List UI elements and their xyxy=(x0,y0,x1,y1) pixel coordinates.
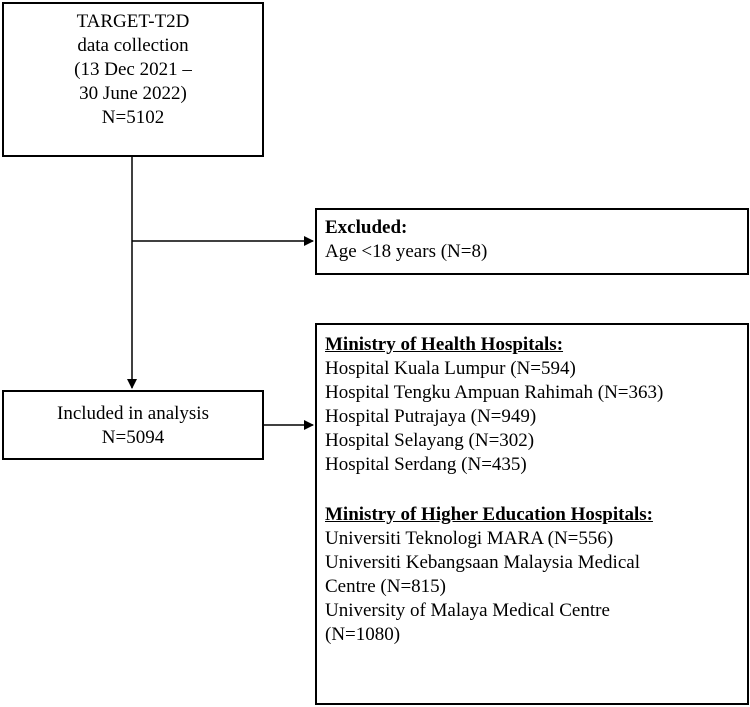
mohe-item: Universiti Kebangsaan Malaysia Medical xyxy=(325,552,640,573)
moh-heading: Ministry of Health Hospitals: xyxy=(325,334,564,355)
start-line-2: data collection xyxy=(77,35,189,56)
excluded-box: Excluded: Age <18 years (N=8) xyxy=(315,208,749,275)
included-line-1: Included in analysis xyxy=(57,403,209,424)
moh-item: Hospital Selayang (N=302) xyxy=(325,430,535,451)
start-line-5: N=5102 xyxy=(101,107,165,128)
start-line-4: 30 June 2022) xyxy=(79,83,187,104)
mohe-heading: Ministry of Higher Education Hospitals: xyxy=(325,504,653,525)
mohe-item: Universiti Teknologi MARA (N=556) xyxy=(325,528,614,549)
start-line-3: (13 Dec 2021 – xyxy=(74,59,192,80)
moh-item: Hospital Tengku Ampuan Rahimah (N=363) xyxy=(325,382,664,403)
mohe-item: (N=1080) xyxy=(325,624,401,645)
included-line-2: N=5094 xyxy=(101,427,165,448)
excluded-heading: Excluded: xyxy=(325,217,408,238)
excluded-line: Age <18 years (N=8) xyxy=(325,241,488,262)
start-line-1: TARGET-T2D xyxy=(76,11,190,32)
mohe-item: University of Malaya Medical Centre xyxy=(325,600,610,621)
hospitals-box: Ministry of Health Hospitals: Hospital K… xyxy=(315,323,749,705)
mohe-item: Centre (N=815) xyxy=(325,576,446,597)
moh-item: Hospital Putrajaya (N=949) xyxy=(325,406,537,427)
included-box: Included in analysis N=5094 xyxy=(2,390,264,460)
moh-item: Hospital Serdang (N=435) xyxy=(325,454,527,475)
spacer xyxy=(325,477,747,503)
data-collection-box: TARGET-T2D data collection (13 Dec 2021 … xyxy=(2,2,264,157)
moh-item: Hospital Kuala Lumpur (N=594) xyxy=(325,358,576,379)
